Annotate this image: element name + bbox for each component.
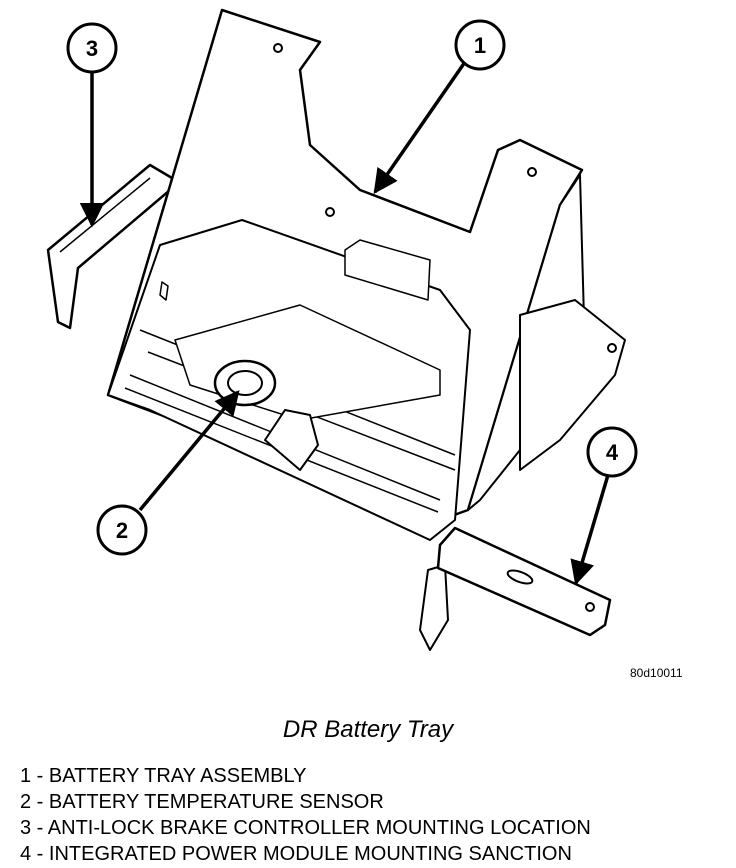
legend-number: 3 (20, 817, 32, 839)
legend-item: 2 - BATTERY TEMPERATURE SENSOR (20, 791, 384, 813)
leader-line-1 (373, 61, 467, 195)
sensor-inner-ring (227, 370, 263, 396)
legend-item: 4 - INTEGRATED POWER MODULE MOUNTING SAN… (20, 843, 572, 865)
legend-number: 1 (20, 765, 32, 787)
leader-line-4 (570, 474, 610, 586)
tab-hole (273, 43, 283, 53)
legend-text: BATTERY TEMPERATURE SENSOR (48, 791, 384, 813)
abs-bracket-shelf (46, 163, 174, 330)
legend-item: 3 - ANTI-LOCK BRAKE CONTROLLER MOUNTING … (20, 817, 591, 839)
legend-number: 2 (20, 791, 32, 813)
callout-number: 2 (116, 518, 128, 543)
callout-3: 3 (66, 22, 118, 74)
base-hole (607, 343, 617, 353)
panel-hole (325, 207, 335, 217)
callout-1: 1 (454, 19, 506, 71)
legend-text: INTEGRATED POWER MODULE MOUNTING SANCTIO… (48, 843, 572, 865)
figure-caption: DR Battery Tray (282, 716, 454, 743)
legend-text: BATTERY TRAY ASSEMBLY (48, 765, 307, 787)
mount-stud (419, 564, 449, 651)
abs-bracket-inner (59, 177, 151, 253)
raised-block (344, 239, 431, 301)
leader-line-2 (138, 390, 240, 512)
tab-hole (527, 167, 537, 177)
callout-number: 3 (86, 36, 98, 61)
callout-4: 4 (586, 426, 638, 478)
figure-code: 80d10011 (630, 666, 683, 680)
legend-text: ANTI-LOCK BRAKE CONTROLLER MOUNTING LOCA… (47, 817, 591, 839)
battery-tray-diagram: 1 2 3 4 (46, 8, 638, 651)
callout-number: 4 (606, 440, 619, 465)
callout-number: 1 (474, 33, 486, 58)
module-mount-base (519, 299, 626, 471)
bar-hole (585, 602, 595, 612)
bracket-loop (264, 409, 319, 471)
slot-opening (159, 281, 169, 301)
parts-legend: 1 - BATTERY TRAY ASSEMBLY 2 - BATTERY TE… (20, 763, 591, 867)
callout-2: 2 (96, 504, 148, 556)
legend-number: 4 (20, 843, 32, 865)
bar-slot (506, 569, 534, 585)
legend-item: 1 - BATTERY TRAY ASSEMBLY (20, 765, 307, 787)
